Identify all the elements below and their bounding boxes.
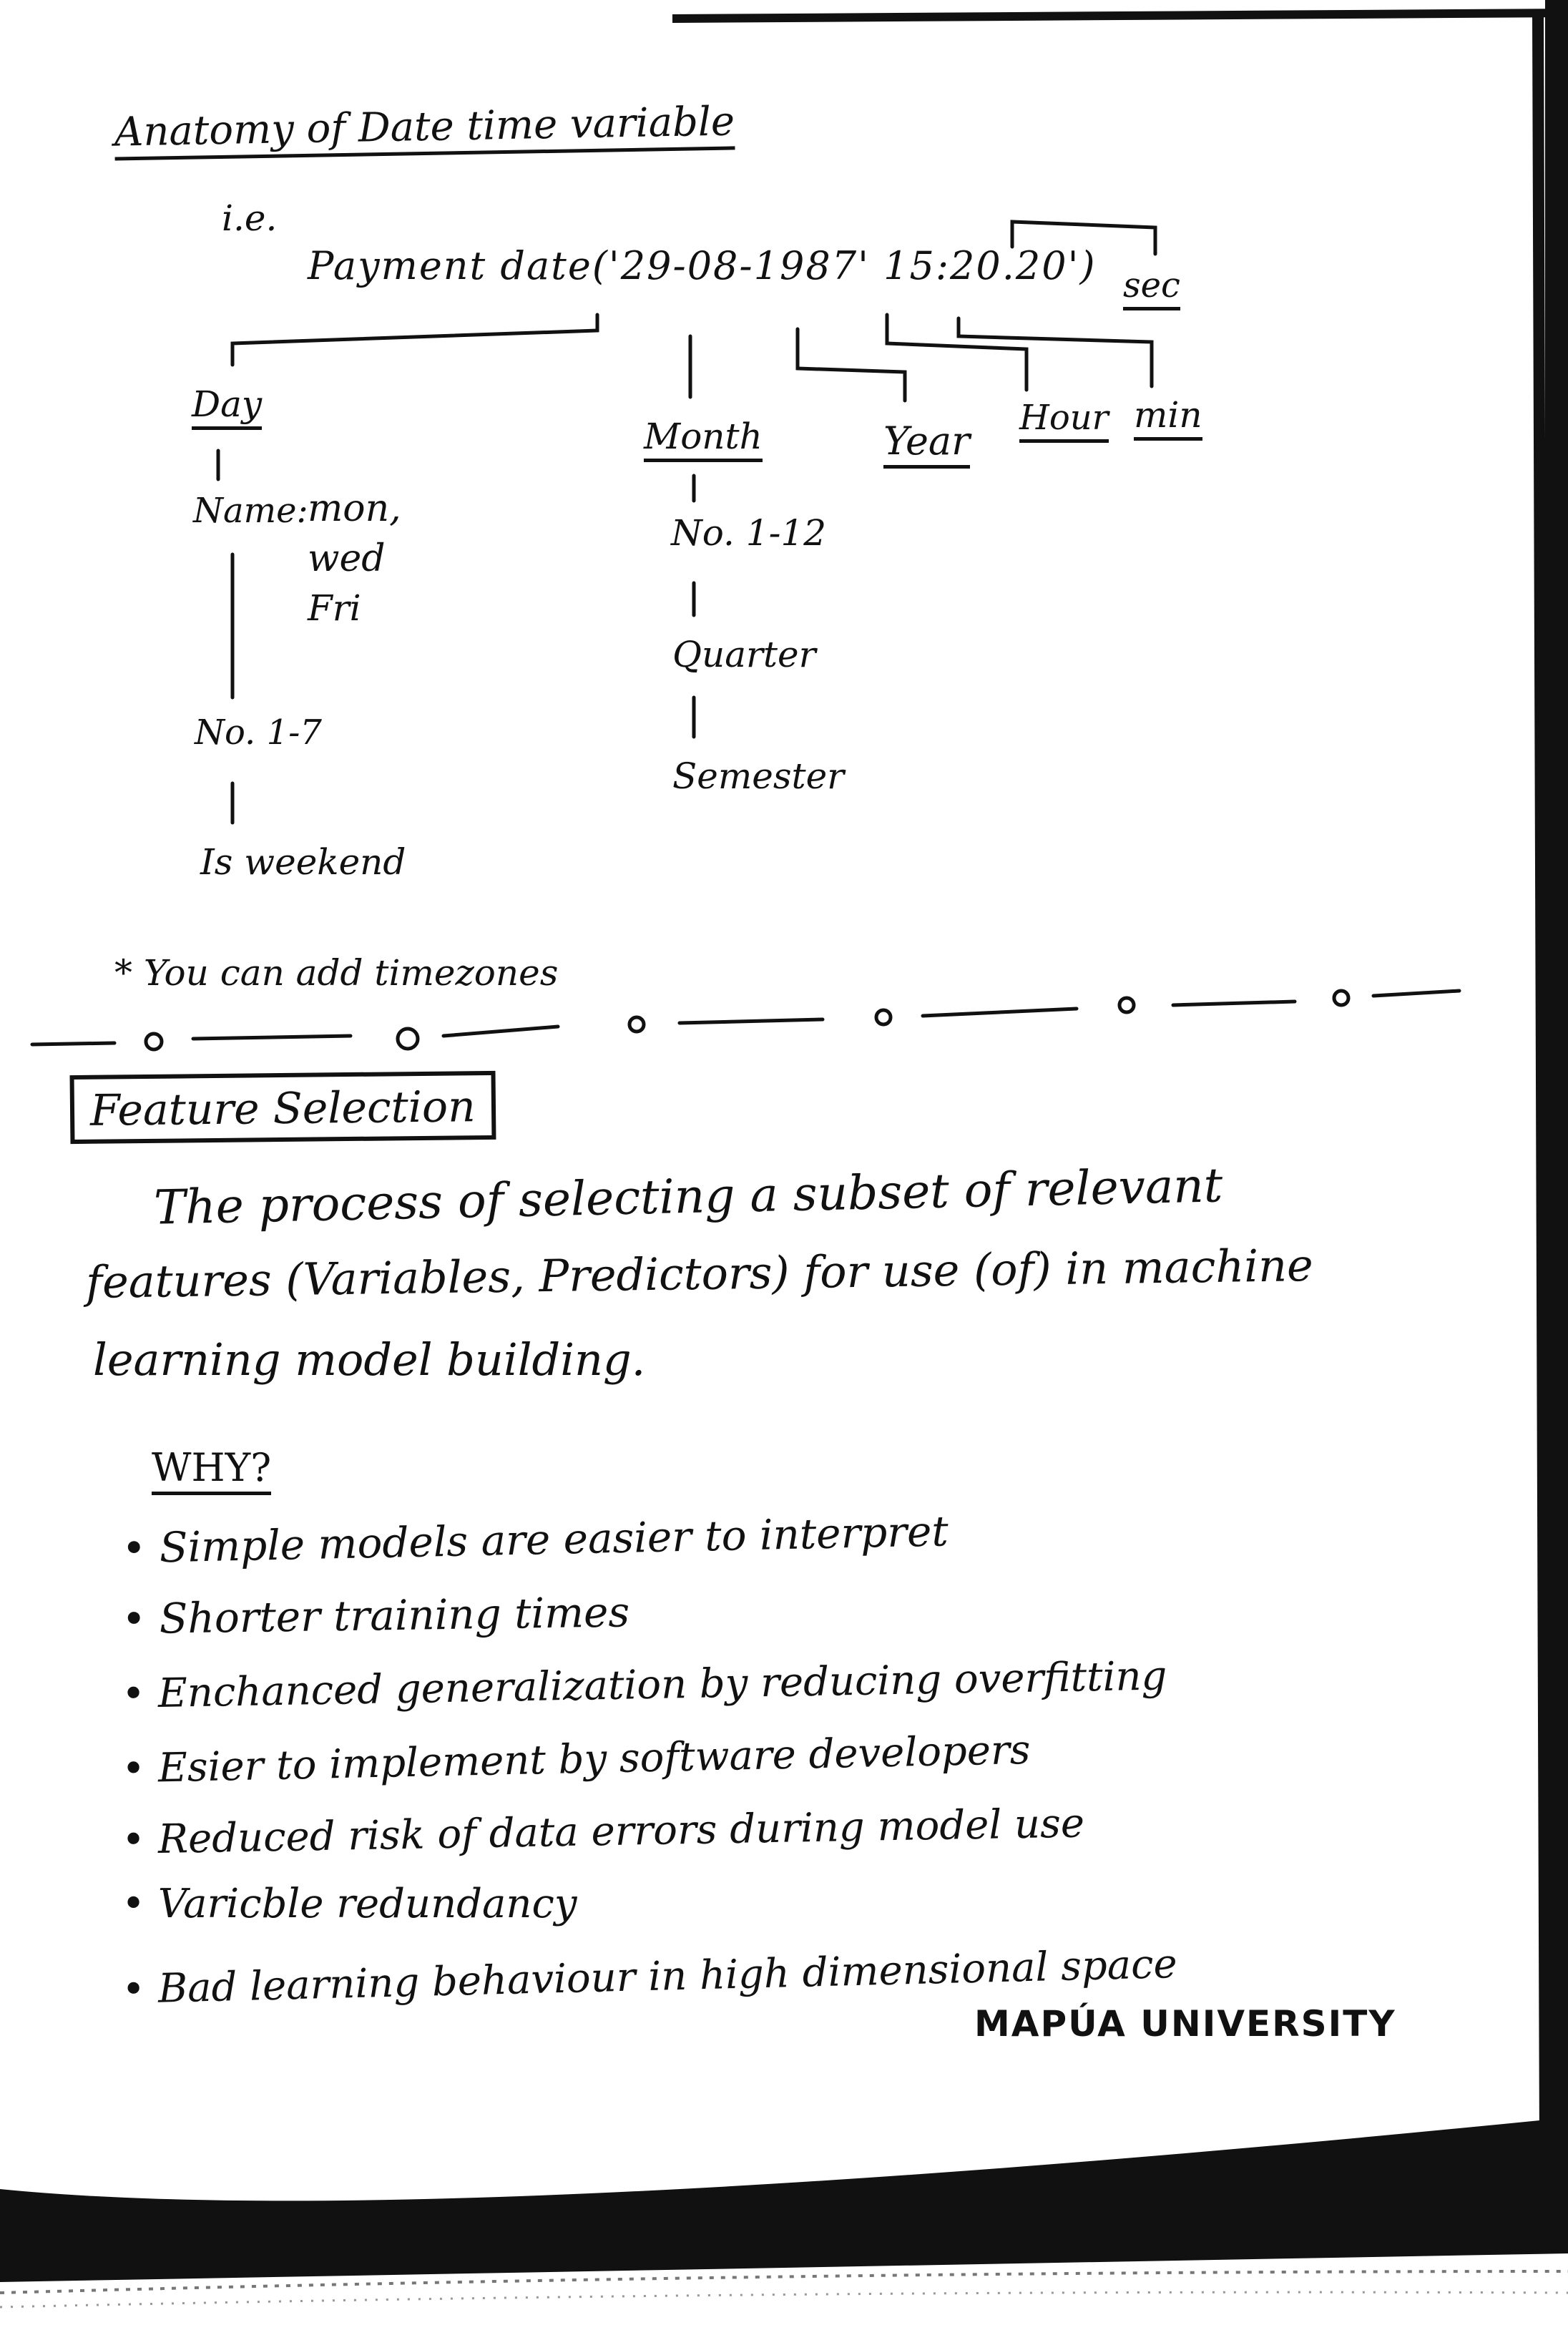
- ie-label: i.e.: [222, 197, 278, 239]
- why-heading: WHY?: [152, 1449, 272, 1495]
- section2-title: Feature Selection: [89, 1082, 476, 1136]
- day-name-label: Name:: [193, 491, 308, 531]
- timezone-note: * You can add timezones: [114, 952, 559, 994]
- month-number: No. 1-12: [671, 512, 827, 554]
- bullet-dot: •: [121, 1594, 160, 1644]
- year-label: Year: [883, 422, 970, 469]
- why-bullet: • Varicble redundancy: [122, 1884, 1177, 1924]
- day-name-wed: wed: [308, 537, 386, 580]
- bullet-text: Enchanced generalization by reducing ove…: [157, 1653, 1167, 1717]
- why-bullet-list: • Simple models are easier to interpret …: [121, 1507, 1178, 2030]
- day-number: No. 1-7: [195, 713, 322, 753]
- bullet-text: Esier to implement by software developer…: [157, 1726, 1032, 1792]
- bullet-dot: •: [121, 1670, 159, 1718]
- sec-label: sec: [1123, 268, 1180, 310]
- why-bullet: • Esier to implement by software develop…: [121, 1726, 1178, 1793]
- bullet-dot: •: [121, 1965, 159, 2014]
- why-bullet: • Reduced risk of data errors during mod…: [121, 1800, 1178, 1864]
- bullet-dot: •: [121, 1816, 159, 1864]
- day-name-mon: mon,: [308, 487, 401, 530]
- hour-label: Hour: [1019, 401, 1109, 443]
- definition-line-3: learning model building.: [93, 1333, 646, 1386]
- bullet-text: Varicble redundancy: [157, 1881, 577, 1927]
- month-label: Month: [644, 418, 763, 462]
- why-bullet: • Shorter training times: [122, 1584, 1177, 1643]
- bullet-text: Bad learning behaviour in high dimension…: [157, 1940, 1178, 2012]
- min-label: min: [1134, 397, 1202, 441]
- month-quarter: Quarter: [672, 634, 816, 675]
- feature-selection-box: Feature Selection: [69, 1070, 496, 1145]
- day-weekend: Is weekend: [200, 841, 406, 883]
- why-bullet: • Bad learning behaviour in high dimensi…: [121, 1940, 1178, 2014]
- university-logo: MAPÚA UNIVERSITY: [974, 2003, 1396, 2045]
- bullet-dot: •: [121, 1523, 160, 1573]
- month-semester: Semester: [672, 755, 845, 797]
- bullet-text: Simple models are easier to interpret: [159, 1507, 949, 1572]
- bullet-text: Shorter training times: [159, 1587, 630, 1643]
- day-label: Day: [192, 386, 263, 430]
- why-bullet: • Enchanced generalization by reducing o…: [121, 1653, 1178, 1718]
- bullet-dot: •: [122, 1881, 158, 1927]
- datetime-connectors: [216, 220, 1157, 825]
- datetime-example: Payment date('29-08-1987' 15:20.20'): [308, 243, 1097, 288]
- section-divider: [30, 989, 1461, 1052]
- bullet-text: Reduced risk of data errors during model…: [157, 1800, 1085, 1863]
- bullet-dot: •: [121, 1745, 159, 1793]
- day-name-fri: Fri: [308, 587, 361, 629]
